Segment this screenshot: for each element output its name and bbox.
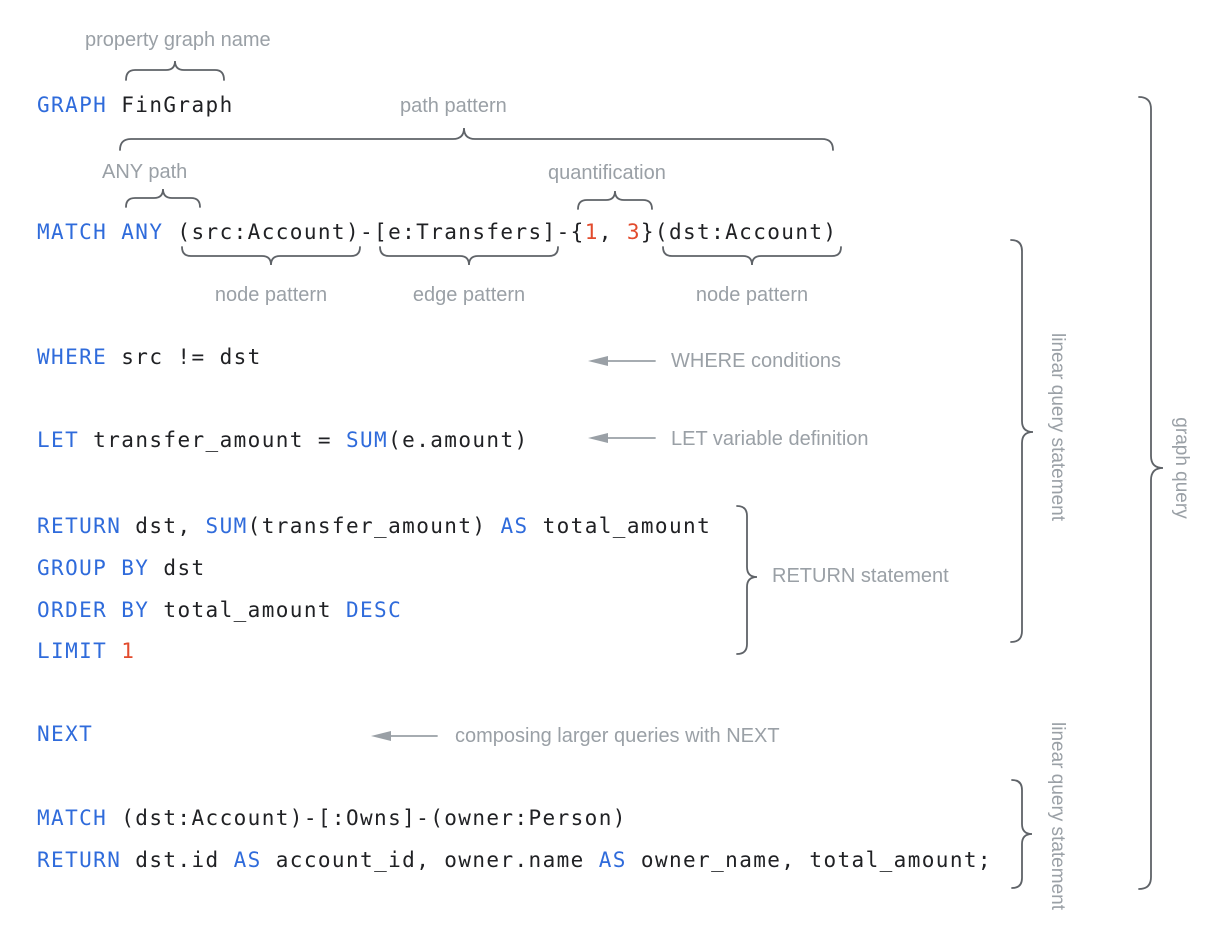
- brace-quantification: [577, 190, 653, 210]
- label-quantification: quantification: [548, 162, 666, 184]
- label-graph-query: graph query: [1171, 417, 1192, 519]
- brace-node-pattern-2: [662, 246, 842, 266]
- label-linear-query-statement-2: linear query statement: [1047, 722, 1068, 910]
- code-line-order-by: ORDER BY total_amount DESC: [37, 598, 403, 622]
- label-path-pattern: path pattern: [400, 95, 507, 117]
- code-line-match-1: MATCH ANY (src:Account)-[e:Transfers]-{1…: [37, 220, 838, 244]
- code-line-where: WHERE src != dst: [37, 345, 262, 369]
- label-return-statement: RETURN statement: [772, 565, 949, 587]
- let-arrow-left-icon: [588, 433, 656, 443]
- code-line-next: NEXT: [37, 722, 94, 746]
- code-line-limit: LIMIT 1: [37, 639, 136, 663]
- brace-graph-query: [1138, 96, 1164, 890]
- brace-return-statement: [736, 505, 758, 655]
- brace-path-pattern: [119, 127, 834, 151]
- code-line-graph: GRAPH FinGraph: [37, 93, 234, 117]
- label-let-variable-definition: LET variable definition: [671, 428, 869, 450]
- next-arrow-left-icon: [371, 731, 438, 741]
- brace-linear-query-statement-1: [1010, 239, 1034, 643]
- label-edge-pattern: edge pattern: [412, 284, 526, 306]
- where-arrow-left-icon: [588, 356, 656, 366]
- brace-node-pattern-1: [181, 246, 361, 266]
- brace-property-graph-name: [125, 60, 225, 81]
- brace-linear-query-statement-2: [1011, 779, 1033, 889]
- label-linear-query-statement-1: linear query statement: [1047, 333, 1068, 521]
- code-line-match-2: MATCH (dst:Account)-[:Owns]-(owner:Perso…: [37, 806, 627, 830]
- brace-any-path: [125, 188, 201, 208]
- code-line-return-2: RETURN dst.id AS account_id, owner.name …: [37, 848, 992, 872]
- code-line-return-1: RETURN dst, SUM(transfer_amount) AS tota…: [37, 514, 712, 538]
- label-node-pattern-1: node pattern: [214, 284, 328, 306]
- label-where-conditions: WHERE conditions: [671, 350, 842, 372]
- label-any-path: ANY path: [102, 161, 188, 183]
- code-line-group-by: GROUP BY dst: [37, 556, 206, 580]
- code-line-let: LET transfer_amount = SUM(e.amount): [37, 428, 529, 452]
- brace-edge-pattern: [379, 246, 559, 266]
- label-property-graph-name: property graph name: [85, 29, 271, 51]
- label-node-pattern-2: node pattern: [695, 284, 809, 306]
- label-composing-next: composing larger queries with NEXT: [455, 725, 780, 747]
